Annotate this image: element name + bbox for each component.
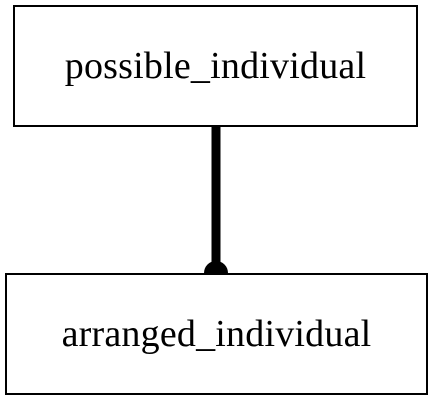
node-label: possible_individual xyxy=(64,45,367,87)
node-arranged-individual[interactable]: arranged_individual xyxy=(5,273,428,395)
node-possible-individual[interactable]: possible_individual xyxy=(13,5,418,127)
node-label: arranged_individual xyxy=(61,313,372,355)
